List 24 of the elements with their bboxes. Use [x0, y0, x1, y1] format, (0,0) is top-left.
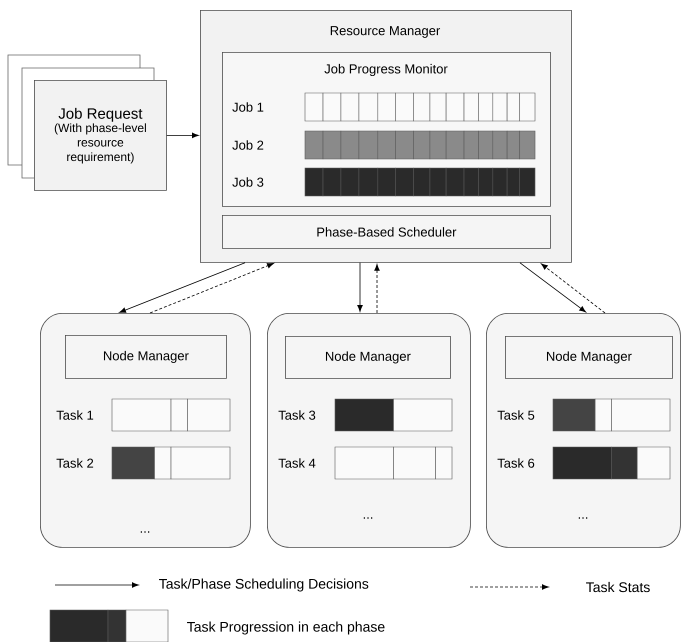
arrow — [357, 262, 363, 312]
dashed-arrow — [540, 263, 606, 314]
row-label: Task 1 — [56, 410, 94, 420]
document-stack: Job Request (With phase-level resource requirement) — [8, 54, 167, 191]
component-box: Node Manager — [65, 335, 227, 379]
legend-text: Task Progression in each phase — [187, 621, 385, 635]
row-label: Job 3 — [232, 177, 264, 187]
row-label: Task 6 — [498, 458, 534, 468]
dashed-arrow — [374, 264, 380, 314]
component-box: Node Manager — [505, 336, 673, 379]
component-box: Node Manager — [285, 336, 451, 379]
component-box: Phase-Based Scheduler — [222, 215, 551, 249]
arrow — [520, 262, 586, 312]
row-label: Task 4 — [278, 458, 316, 468]
arrow — [119, 262, 246, 313]
dashed-arrow — [150, 263, 274, 314]
row-label: Job 2 — [232, 140, 264, 150]
legend-text: Task Stats — [586, 582, 650, 592]
legend-text: Task/Phase Scheduling Decisions — [159, 578, 368, 592]
row-label: Task 3 — [278, 410, 316, 420]
arrow — [166, 132, 199, 138]
row-label: Task 5 — [498, 410, 534, 420]
row-label: Task 2 — [56, 458, 94, 468]
row-label: Job 1 — [232, 102, 264, 112]
